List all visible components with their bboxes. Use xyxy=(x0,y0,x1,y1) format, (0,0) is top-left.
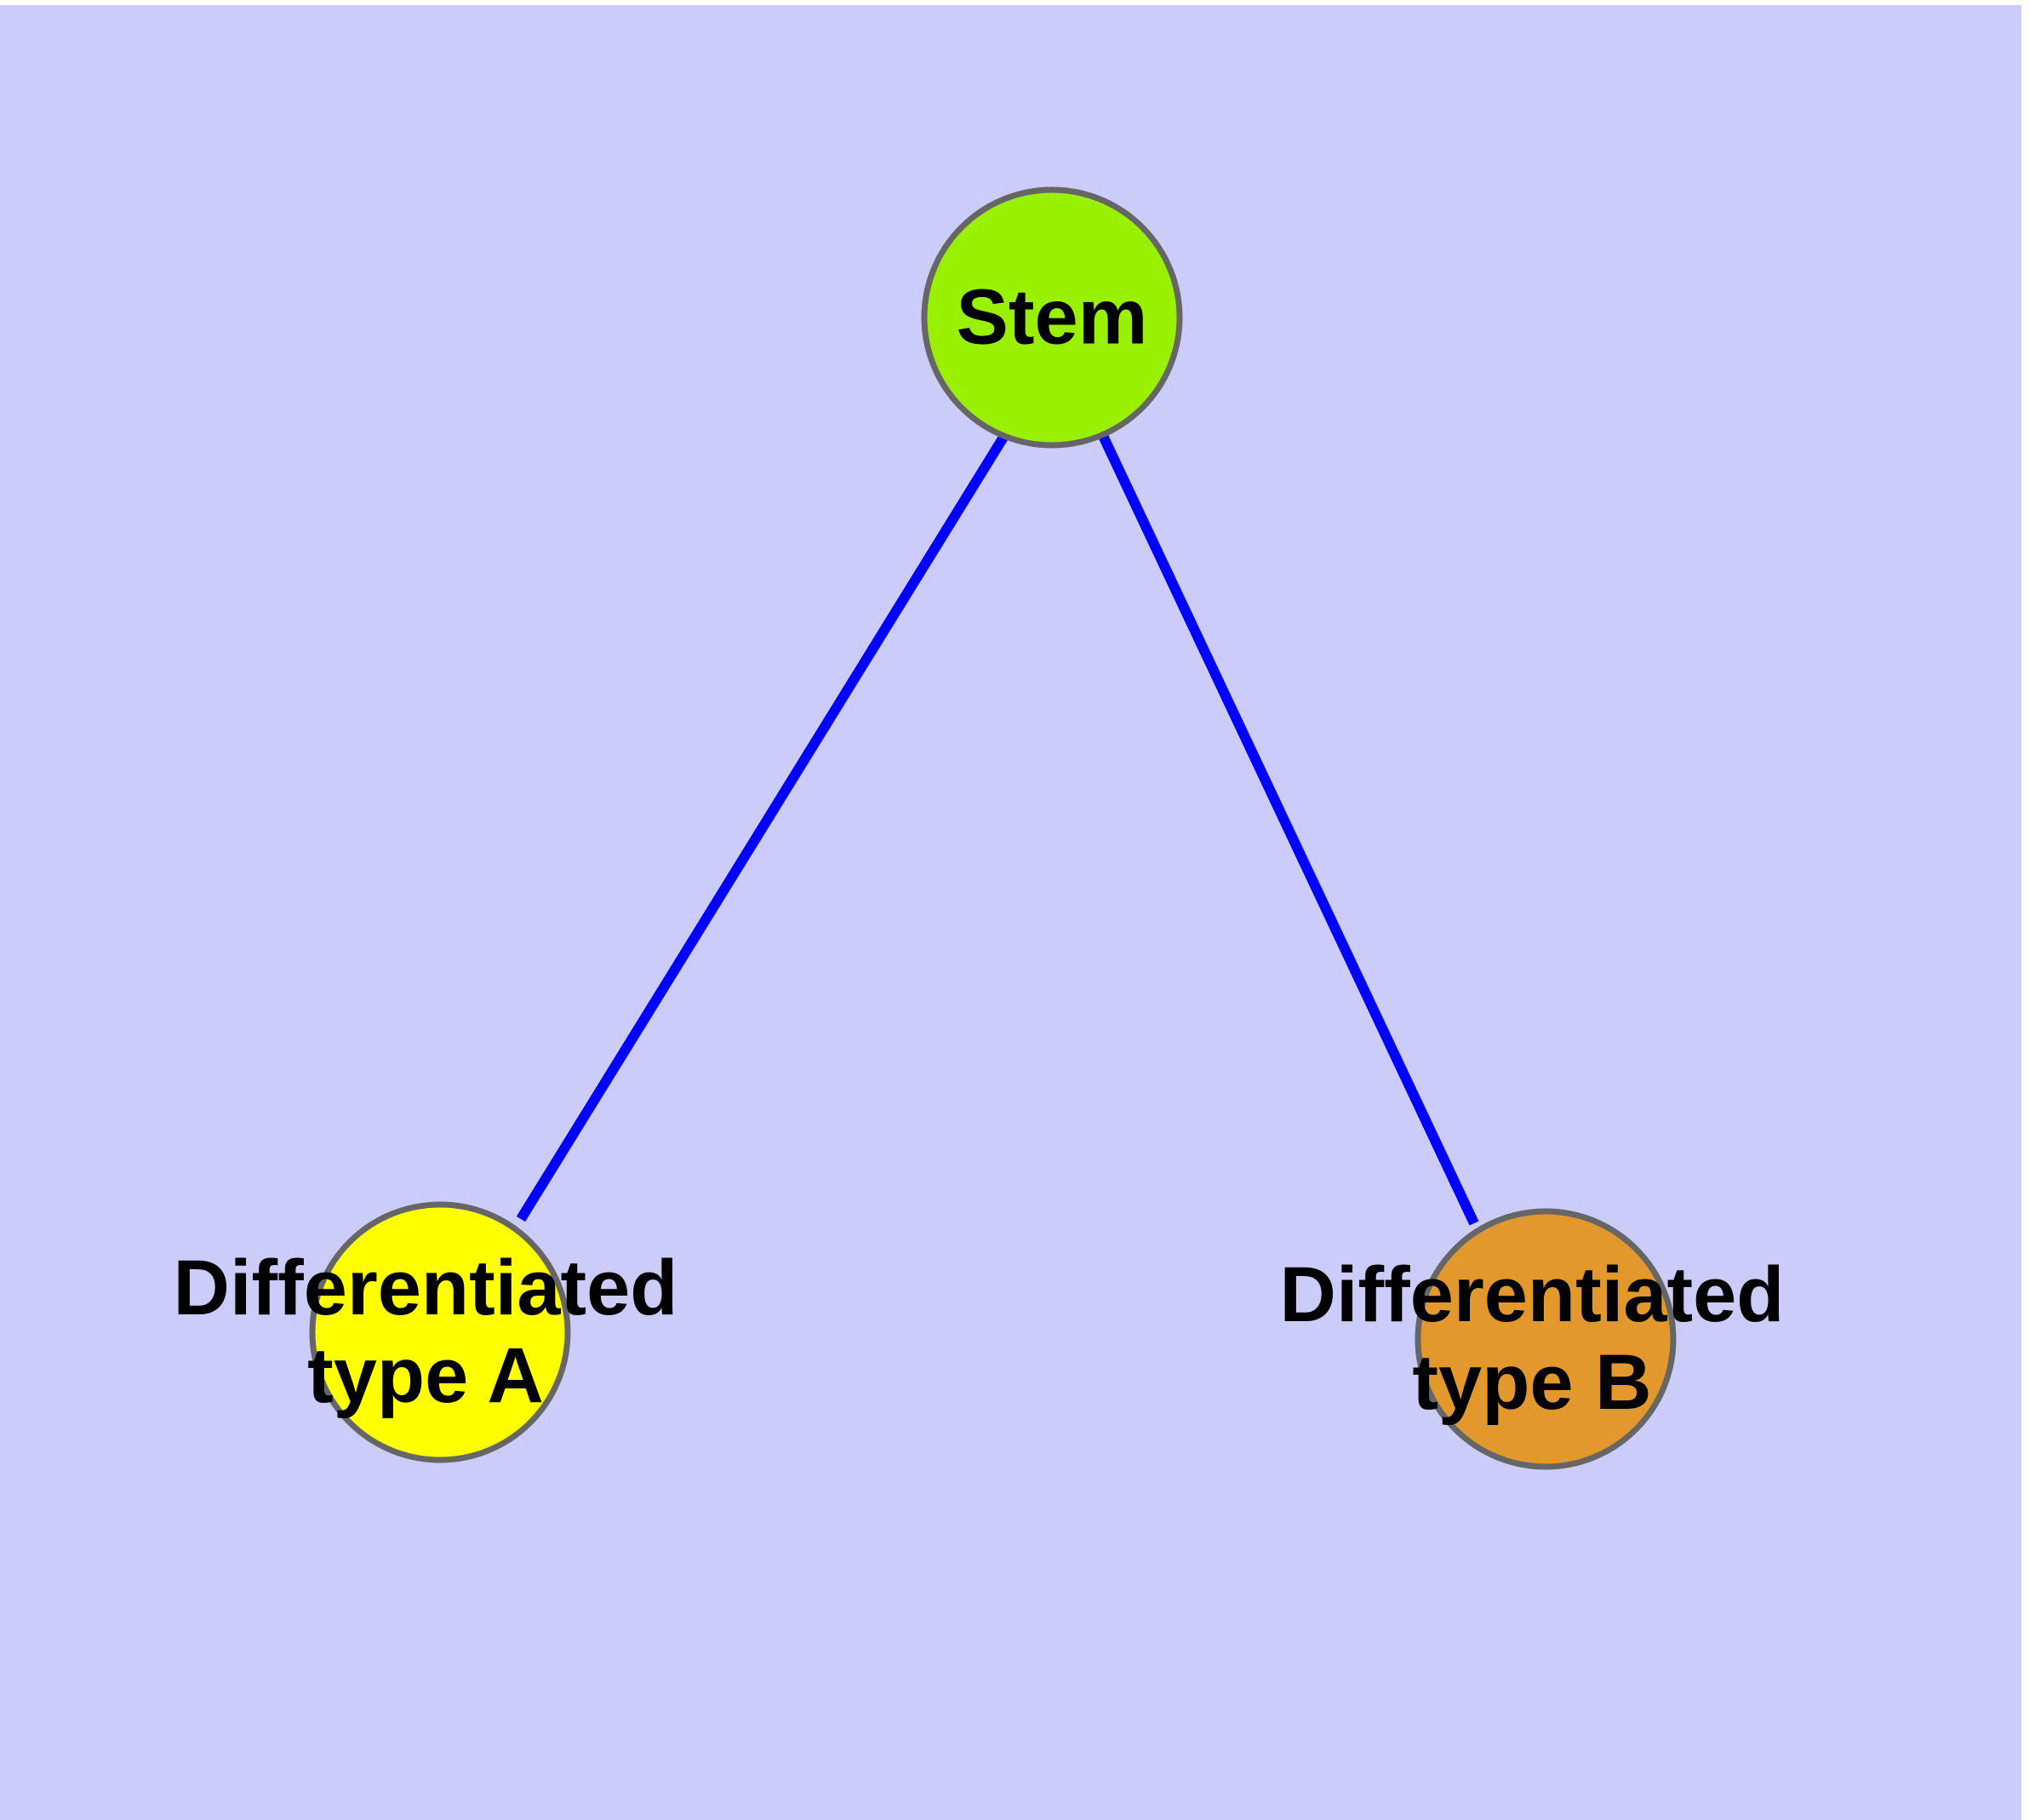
node-layer xyxy=(309,186,1677,1470)
node-stem[interactable] xyxy=(921,186,1183,449)
node-diff-b[interactable] xyxy=(1415,1208,1677,1470)
edge-stem-to-diff-b[interactable] xyxy=(1098,433,1479,1226)
edge-stem-to-diff-a[interactable] xyxy=(516,432,1009,1222)
edge-layer xyxy=(516,432,1479,1226)
node-diff-a[interactable] xyxy=(309,1201,571,1463)
